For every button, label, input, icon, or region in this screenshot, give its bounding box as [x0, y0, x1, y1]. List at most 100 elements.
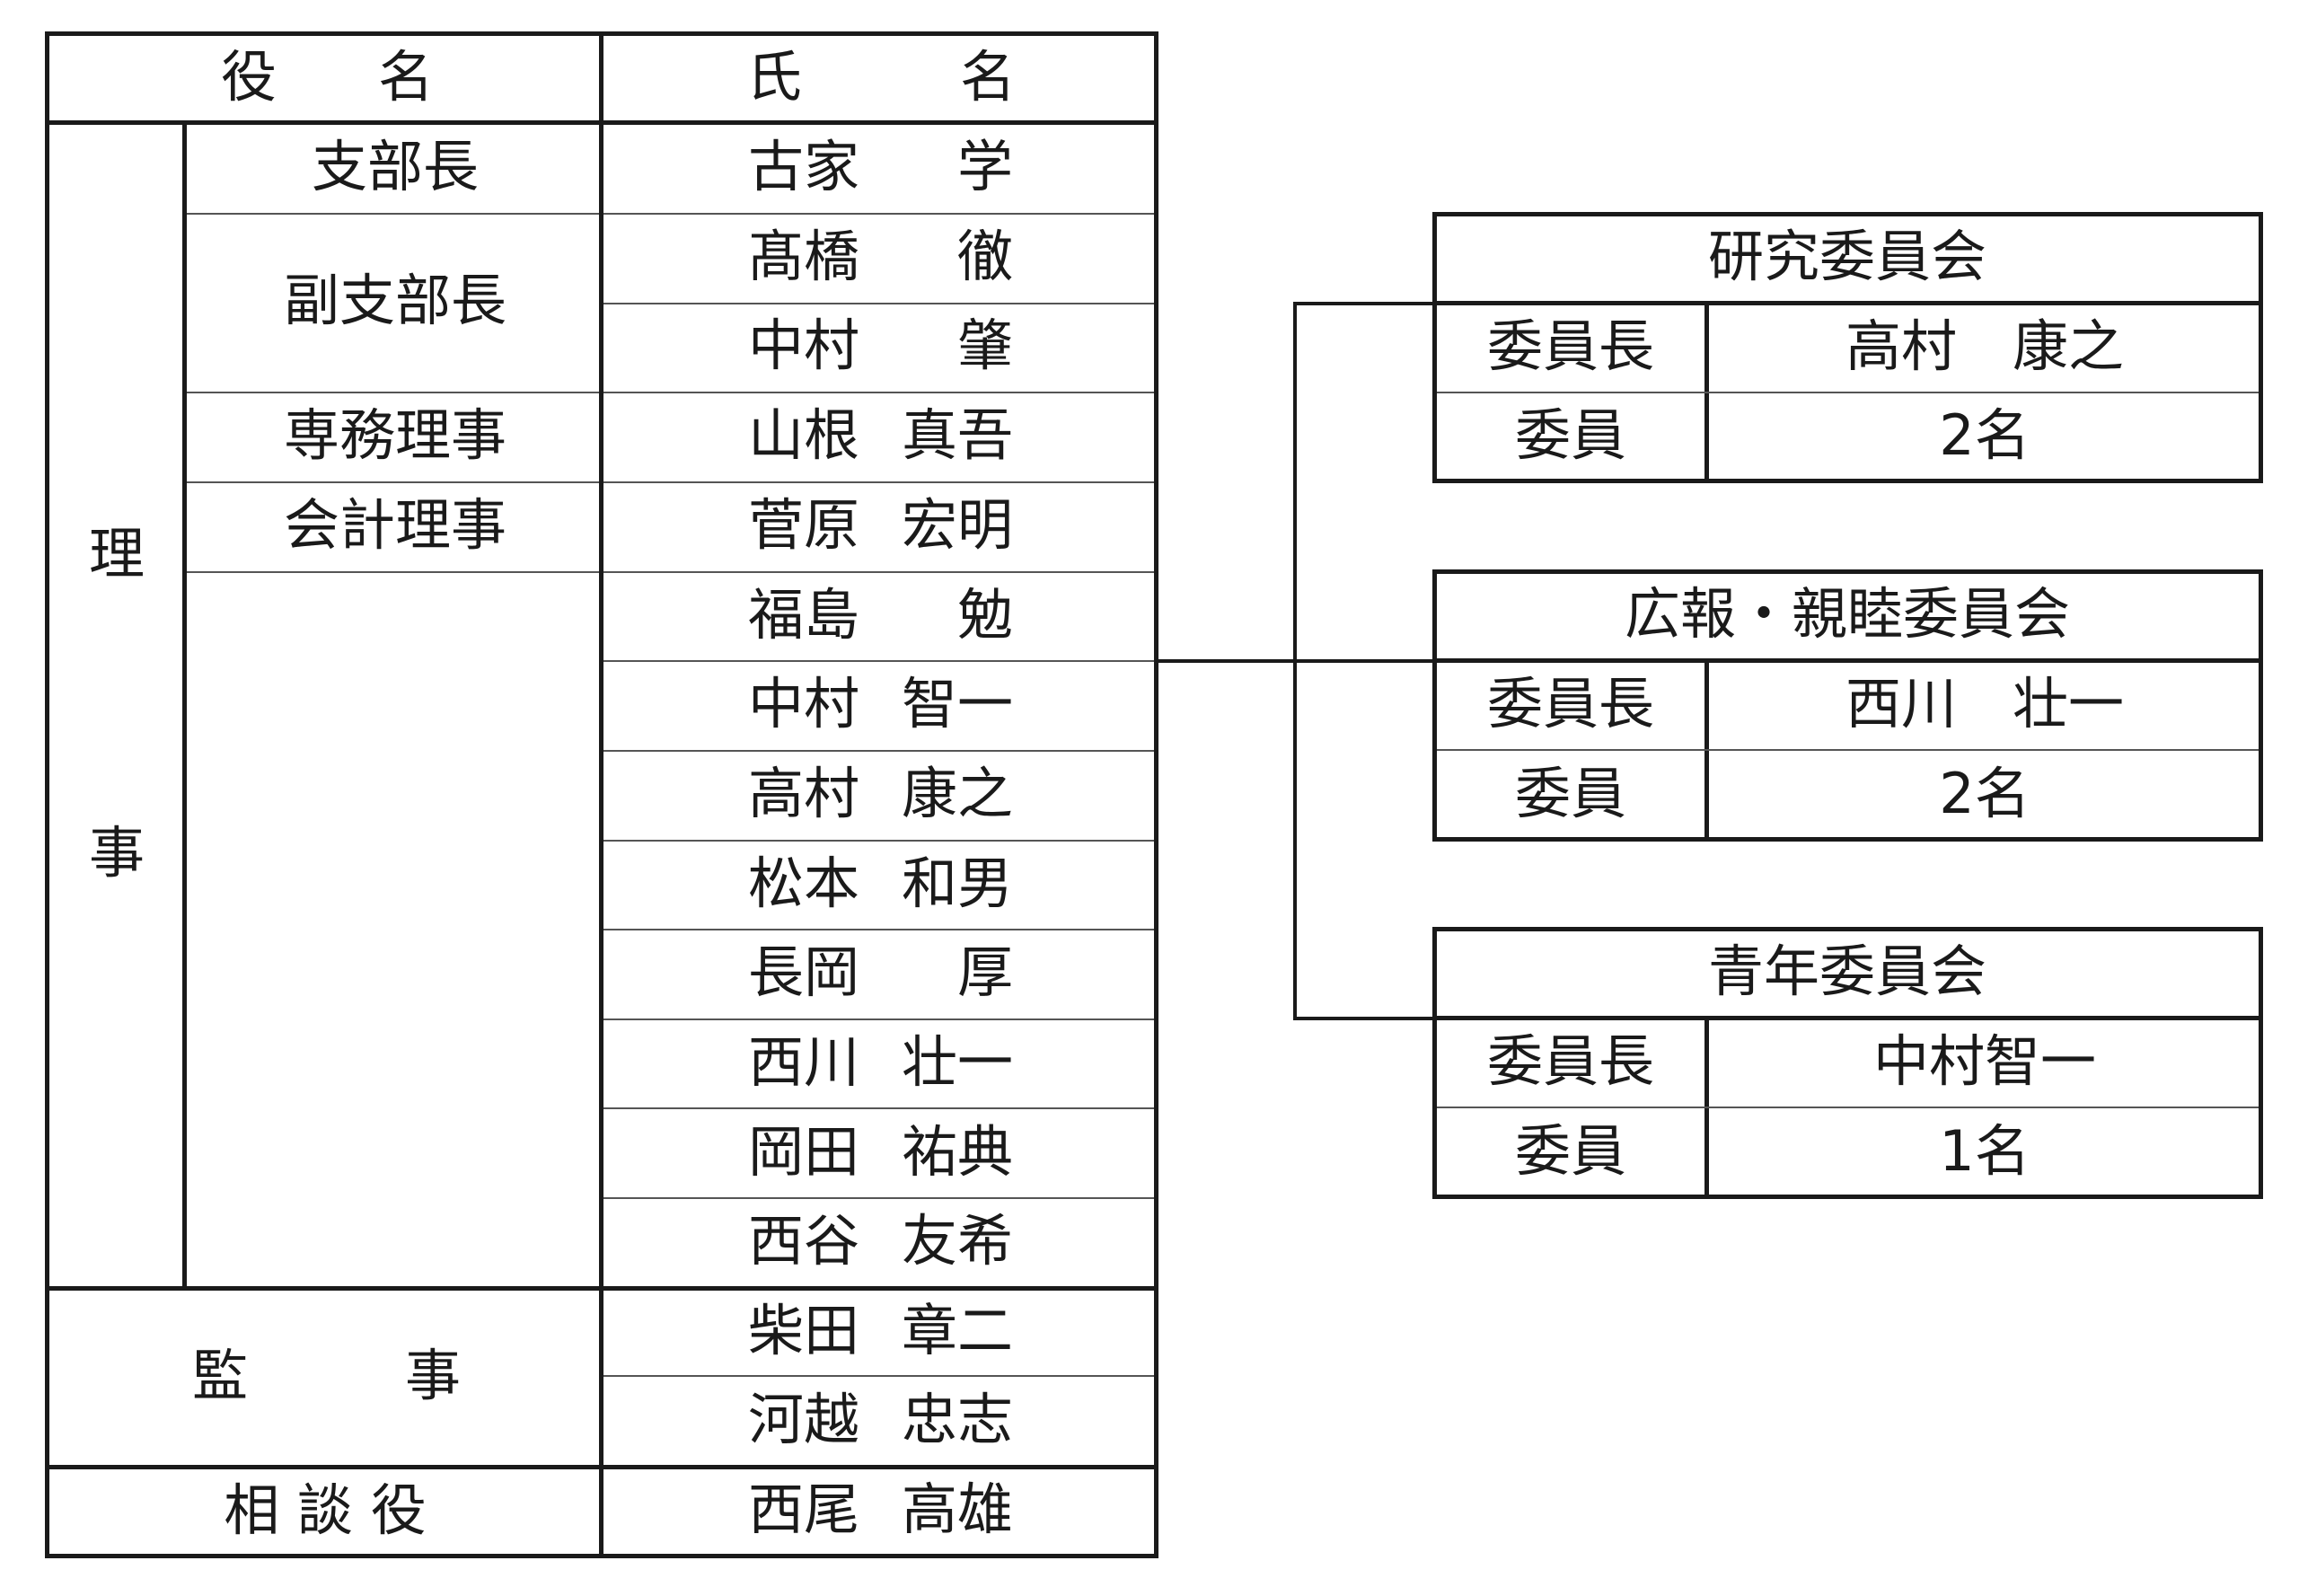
committee-member-label: 委員: [1514, 761, 1627, 826]
role-kanji-char-1: 監: [191, 1343, 249, 1408]
box-border: [1432, 212, 2263, 216]
row-divider: [603, 303, 1154, 304]
header-name-char-2: 名: [959, 44, 1017, 110]
name-given: 学: [956, 134, 1013, 199]
committee-chair-name: 中村智一: [1872, 1028, 2097, 1094]
box-row-divider: [1437, 749, 2259, 751]
committee-title: 広報・親睦委員会: [1624, 581, 2071, 647]
role-kanji-char-2: 事: [404, 1343, 462, 1408]
name-surname: 柴田: [748, 1298, 860, 1363]
name-surname: 古家: [748, 134, 860, 199]
row-divider: [603, 660, 1154, 662]
role-divider: [187, 392, 599, 393]
row-divider: [603, 571, 1154, 573]
role-sodanyaku: 相 談 役: [224, 1477, 427, 1543]
row-divider: [603, 840, 1154, 842]
box-border: [2259, 569, 2263, 842]
name-given: 真吾: [901, 402, 1013, 468]
name-surname: 河越: [748, 1387, 860, 1452]
connector-to-committee-3: [1293, 1017, 1432, 1020]
name-given: 智一: [901, 671, 1013, 736]
name-given: 壮一: [901, 1029, 1013, 1095]
name-surname: 高村: [748, 761, 860, 826]
box-border: [1432, 1195, 2263, 1199]
row-divider: [603, 392, 1154, 393]
table-header-bottom: [45, 120, 1158, 125]
name-surname: 岡田: [748, 1119, 860, 1185]
committee-chair-name: 高村 康之: [1845, 313, 2125, 379]
box-border: [2259, 212, 2263, 483]
table-divider-middle: [599, 31, 603, 1558]
row-divider: [603, 1197, 1154, 1199]
role-kaikei-riji: 会計理事: [283, 492, 507, 558]
role-senmu-riji: 専務理事: [283, 402, 507, 468]
box-border: [1432, 569, 2263, 574]
box-border: [1432, 1016, 2263, 1020]
table-border-left: [45, 31, 49, 1558]
name-given: 徹: [956, 224, 1013, 289]
name-surname: 長岡: [748, 939, 860, 1005]
header-role-char-1: 役: [220, 44, 277, 110]
box-border: [1432, 569, 1437, 842]
box-border: [1432, 927, 1437, 1199]
committee-title: 研究委員会: [1707, 224, 1987, 289]
row-divider: [603, 1018, 1154, 1020]
role-shibucho: 支部長: [311, 134, 480, 199]
committee-member-count: 2名: [1939, 402, 2030, 468]
committee-member-label: 委員: [1514, 1118, 1627, 1184]
row-divider: [603, 1107, 1154, 1109]
connector-vertical: [1293, 302, 1297, 1020]
name-given: 忠志: [901, 1387, 1013, 1452]
name-given: 厚: [956, 939, 1013, 1005]
committee-chair-label: 委員長: [1486, 1028, 1655, 1094]
committee-member-count: 1名: [1939, 1118, 2030, 1184]
box-row-divider: [1437, 1107, 2259, 1108]
row-divider: [603, 481, 1154, 483]
name-given: 宏明: [901, 492, 1013, 558]
row-divider: [603, 213, 1154, 215]
role-fuku-shibucho: 副支部長: [283, 268, 507, 333]
table-riji-bottom: [45, 1286, 1158, 1291]
name-surname: 髙橋: [748, 224, 860, 289]
box-row-divider: [1437, 392, 2259, 393]
committee-chair-label: 委員長: [1486, 671, 1655, 736]
riji-label-char-2: 事: [88, 820, 145, 886]
committee-member-label: 委員: [1514, 402, 1627, 468]
committee-member-count: 2名: [1939, 761, 2030, 826]
committee-chair-name: 西川 壮一: [1845, 671, 2125, 736]
box-border: [1432, 927, 2263, 931]
name-surname: 中村: [748, 671, 860, 736]
header-role-char-2: 名: [377, 44, 435, 110]
name-surname: 西谷: [748, 1208, 860, 1274]
name-surname: 福島: [748, 582, 860, 648]
row-divider: [603, 750, 1154, 752]
name-given: 祐典: [901, 1119, 1013, 1185]
table-kanji-bottom: [45, 1465, 1158, 1469]
committee-title: 青年委員会: [1707, 939, 1987, 1004]
box-border: [1432, 658, 2263, 663]
name-surname: 中村: [748, 313, 860, 378]
name-given: 康之: [901, 761, 1013, 826]
name-given: 友希: [901, 1208, 1013, 1274]
role-divider: [187, 571, 599, 573]
box-border: [2259, 927, 2263, 1199]
row-divider: [603, 929, 1154, 930]
name-surname: 菅原: [748, 492, 860, 558]
box-border: [1432, 479, 2263, 483]
name-given: 肇: [956, 313, 1013, 378]
connector-to-committee-1: [1293, 302, 1432, 305]
name-surname: 西川: [748, 1029, 860, 1095]
role-divider: [187, 213, 599, 215]
name-surname: 西尾: [748, 1477, 860, 1542]
committee-chair-label: 委員長: [1486, 313, 1655, 379]
box-border: [1432, 301, 2263, 305]
header-name-char-1: 氏: [745, 44, 803, 110]
riji-label-char-1: 理: [88, 521, 145, 586]
name-given: 和男: [901, 851, 1013, 916]
table-border-right: [1154, 31, 1158, 1558]
row-divider: [603, 1375, 1154, 1377]
box-border: [1432, 212, 1437, 483]
box-border: [1432, 837, 2263, 842]
name-given: 高雄: [901, 1477, 1013, 1542]
